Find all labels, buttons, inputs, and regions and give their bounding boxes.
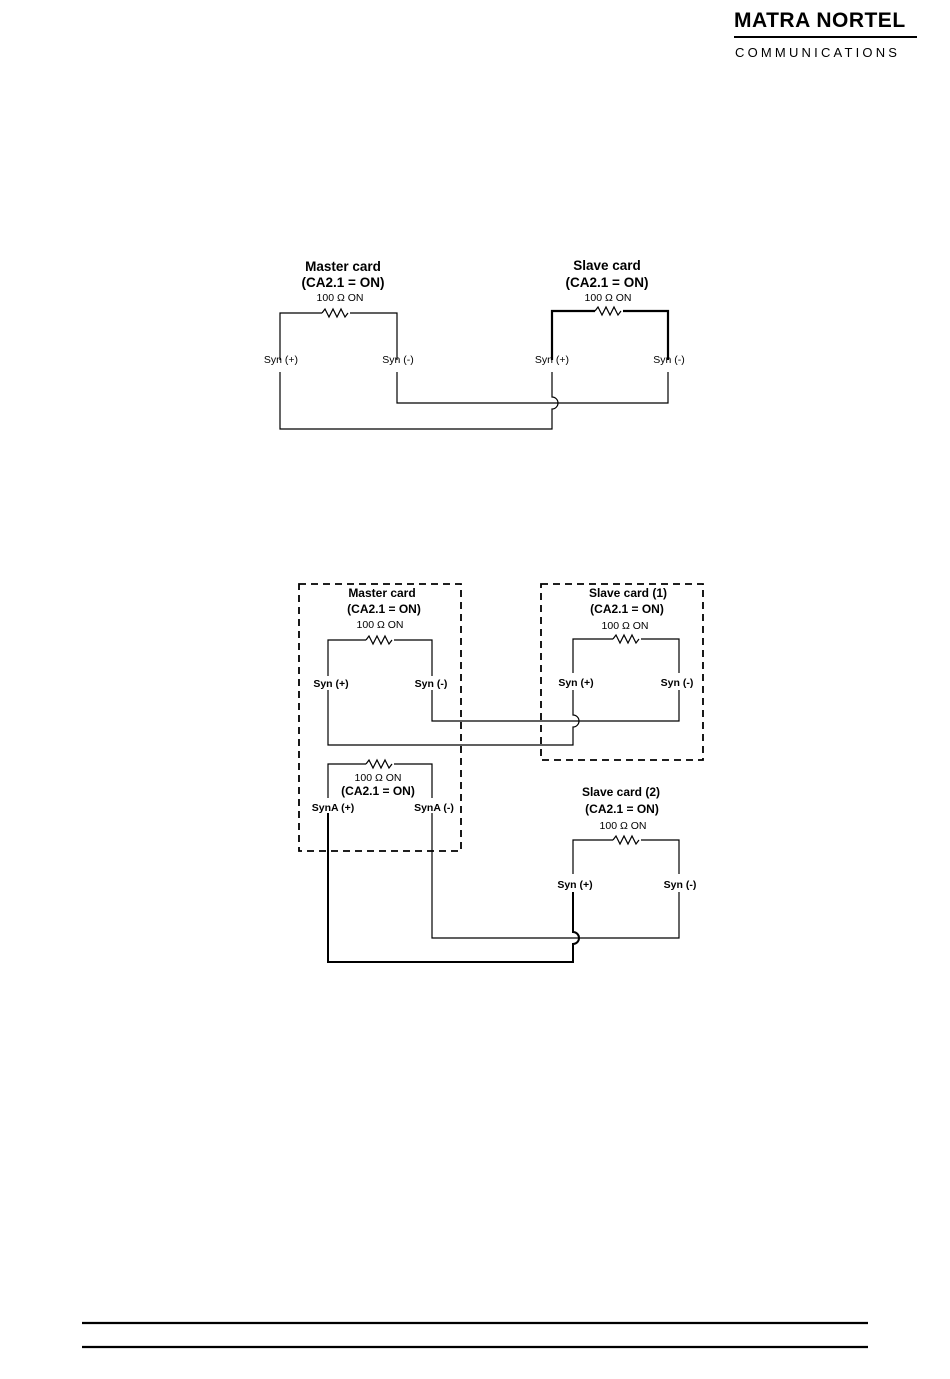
diagram2-wiring xyxy=(298,583,704,963)
d2-mastera-resistor-label: 100 Ω ON xyxy=(355,772,402,784)
logo-subtitle: COMMUNICATIONS xyxy=(735,45,901,60)
d1-master-setting: (CA2.1 = ON) xyxy=(302,275,385,290)
d2-master-resistor xyxy=(365,634,393,646)
logo-name: MATRA NORTEL xyxy=(734,9,906,32)
d2-syn-plus-link-1 xyxy=(327,690,580,746)
d2-slave1-top-left-wire xyxy=(572,638,613,673)
d2-slave1-top-right-wire xyxy=(641,638,680,673)
d1-master-title: Master card xyxy=(305,259,381,274)
d2-mastera-setting: (CA2.1 = ON) xyxy=(341,784,415,798)
d2-master-box xyxy=(298,583,462,852)
d2-master-syn-minus: Syn (-) xyxy=(415,678,448,690)
d2-slave1-syn-minus: Syn (-) xyxy=(661,677,694,689)
d1-slave-syn-minus: Syn (-) xyxy=(653,354,685,366)
d2-slave2-syn-minus: Syn (-) xyxy=(664,879,697,891)
d2-master-syna-minus: SynA (-) xyxy=(414,802,454,814)
d2-master-syn-plus: Syn (+) xyxy=(313,678,348,690)
d2-mastera-resistor xyxy=(365,758,393,770)
d2-mastera-top-right-wire xyxy=(394,763,433,798)
d2-slave2-syn-plus: Syn (+) xyxy=(557,879,592,891)
d1-slave-syn-plus: Syn (+) xyxy=(535,354,569,366)
d1-master-resistor-label: 100 Ω ON xyxy=(317,292,364,304)
d1-slave-top-right-wire xyxy=(623,309,670,360)
diagram1-wiring xyxy=(279,305,670,430)
d1-slave-resistor xyxy=(594,305,622,317)
d1-master-top-left-wire xyxy=(279,312,322,360)
d2-master-title: Master card xyxy=(348,586,415,600)
d2-mastera-top-left-wire xyxy=(327,763,366,798)
d2-slave1-box xyxy=(540,583,704,761)
d2-master-syna-plus: SynA (+) xyxy=(312,802,355,814)
d2-master-top-left-wire xyxy=(327,639,366,676)
d1-slave-top-left-wire xyxy=(550,309,595,360)
d2-master-top-right-wire xyxy=(394,639,433,676)
d1-master-syn-minus: Syn (-) xyxy=(382,354,414,366)
d1-master-top-right-wire xyxy=(350,312,398,360)
d2-slave2-top-right-wire xyxy=(641,839,680,874)
d2-slave2-resistor xyxy=(612,834,640,846)
d2-syna-minus-link xyxy=(431,813,680,939)
d2-slave1-setting: (CA2.1 = ON) xyxy=(590,602,664,616)
d2-slave1-resistor xyxy=(612,633,640,645)
d1-master-syn-plus: Syn (+) xyxy=(264,354,298,366)
d1-slave-title: Slave card xyxy=(573,258,641,273)
diagram1-labels: Master card (CA2.1 = ON) 100 Ω ON Syn (+… xyxy=(264,258,685,366)
d1-slave-setting: (CA2.1 = ON) xyxy=(566,275,649,290)
company-logo: MATRA NORTEL COMMUNICATIONS xyxy=(734,9,919,60)
d2-slave1-title: Slave card (1) xyxy=(589,586,667,600)
d1-syn-minus-link xyxy=(396,372,669,404)
d2-syn-minus-link-1 xyxy=(431,690,680,722)
d2-slave2-setting: (CA2.1 = ON) xyxy=(585,802,659,816)
d2-master-setting: (CA2.1 = ON) xyxy=(347,602,421,616)
d2-slave2-resistor-label: 100 Ω ON xyxy=(600,820,647,832)
d1-syn-plus-link xyxy=(279,372,559,430)
d1-master-resistor xyxy=(321,307,349,319)
d2-syna-plus-link xyxy=(327,813,580,963)
d2-slave2-title: Slave card (2) xyxy=(582,785,660,799)
d2-master-resistor-label: 100 Ω ON xyxy=(357,619,404,631)
d2-slave2-top-left-wire xyxy=(572,839,613,874)
d1-slave-resistor-label: 100 Ω ON xyxy=(585,292,632,304)
d2-slave1-syn-plus: Syn (+) xyxy=(558,677,593,689)
logo-rule xyxy=(734,36,917,38)
diagram2-labels: Master card (CA2.1 = ON) 100 Ω ON Syn (+… xyxy=(312,586,697,891)
d2-slave1-resistor-label: 100 Ω ON xyxy=(602,620,649,632)
